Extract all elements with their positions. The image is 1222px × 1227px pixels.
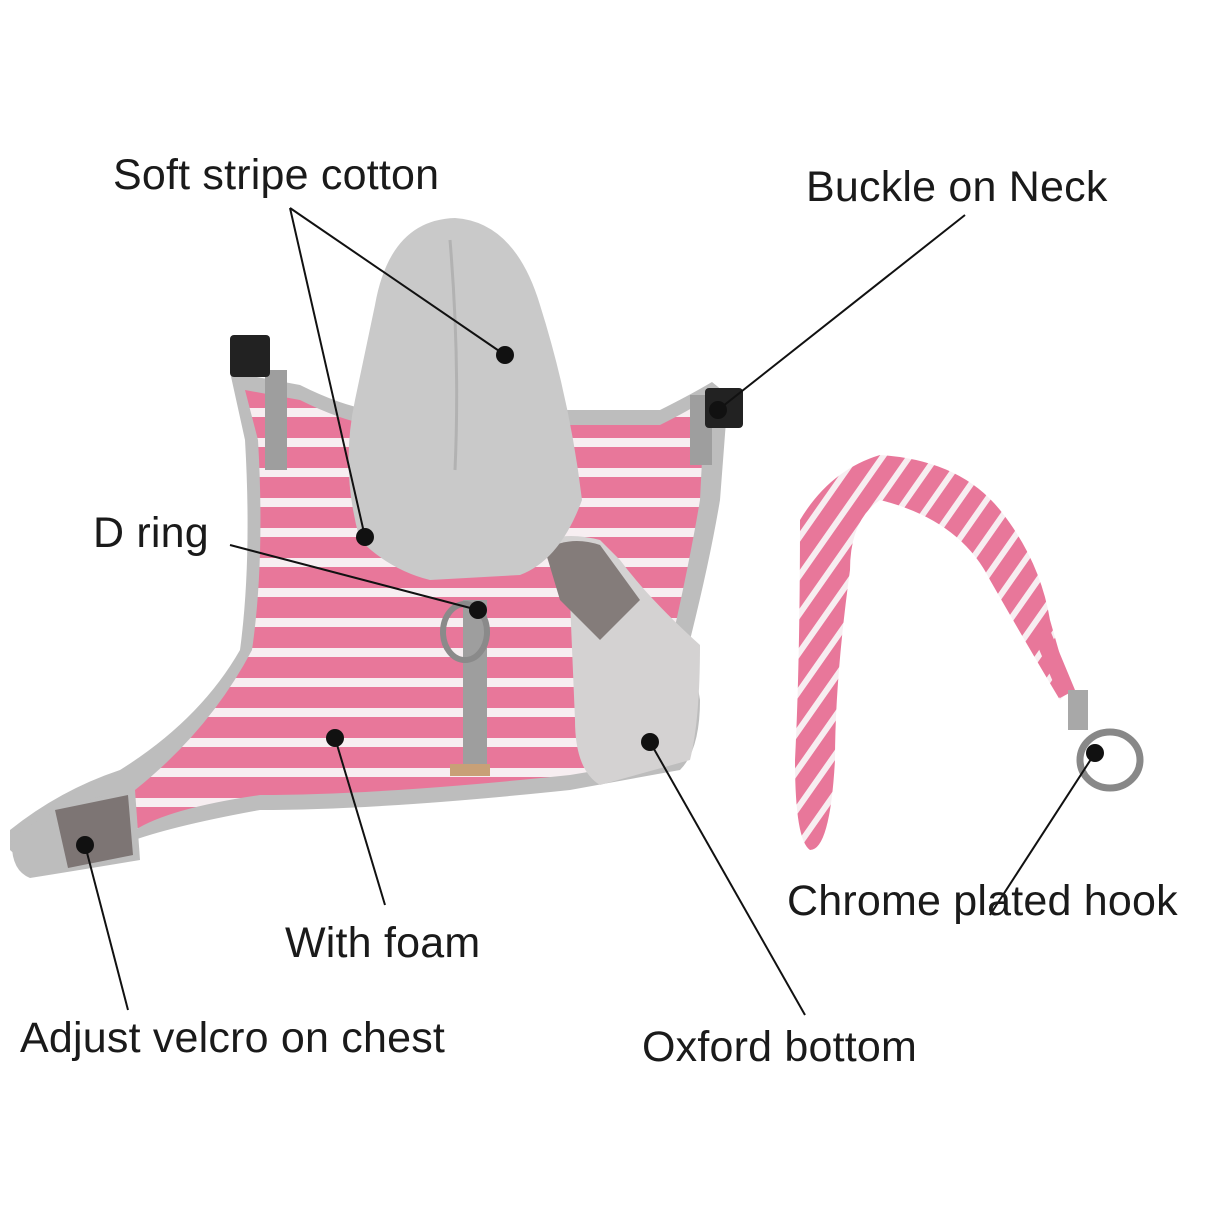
velcro-patch-left bbox=[55, 795, 133, 868]
hook-icon bbox=[1068, 690, 1088, 730]
hood bbox=[348, 218, 582, 580]
callout-dots bbox=[76, 346, 1104, 854]
label-chrome-plated-hook: Chrome plated hook bbox=[787, 877, 1178, 925]
leader-lines bbox=[84, 207, 1096, 1016]
leash bbox=[795, 455, 1070, 850]
buckle-left-icon bbox=[230, 335, 270, 377]
label-with-foam: With foam bbox=[285, 919, 481, 967]
label-adjust-velcro: Adjust velcro on chest bbox=[20, 1014, 446, 1062]
label-soft-stripe-cotton: Soft stripe cotton bbox=[113, 151, 440, 199]
label-oxford-bottom: Oxford bottom bbox=[642, 1023, 918, 1071]
label-d-ring: D ring bbox=[93, 509, 209, 557]
velcro-patch-right bbox=[545, 541, 640, 640]
d-ring-icon bbox=[440, 601, 490, 663]
label-buckle-on-neck: Buckle on Neck bbox=[806, 163, 1108, 211]
